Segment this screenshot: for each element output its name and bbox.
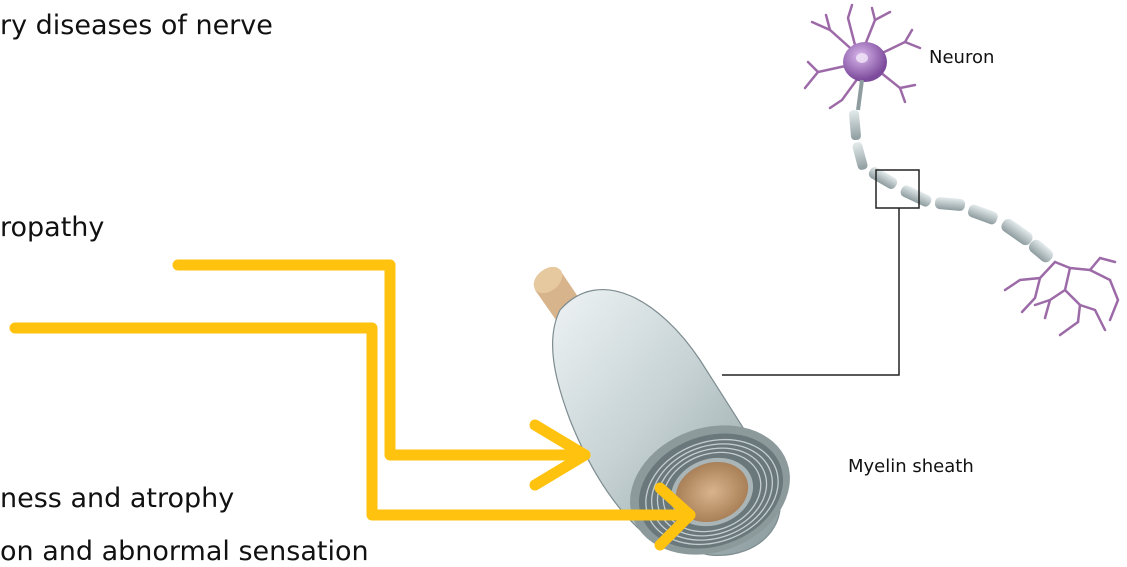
neuron-cell-body — [805, 5, 920, 108]
axon-terminals — [1005, 258, 1118, 335]
arrow-upper — [178, 265, 585, 455]
zoom-callout — [722, 170, 919, 375]
myelin-sheath-label: Myelin sheath — [848, 456, 974, 477]
neuron-label: Neuron — [929, 47, 994, 68]
axon-segments — [849, 80, 1056, 265]
